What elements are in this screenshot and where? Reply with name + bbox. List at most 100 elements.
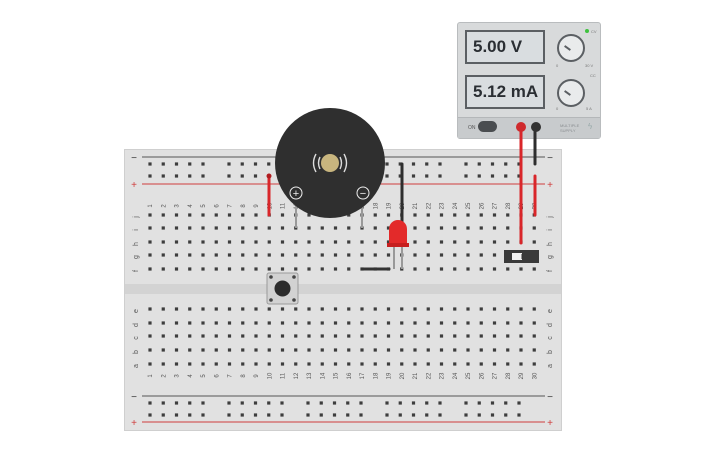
terminal-hole[interactable]: [267, 267, 271, 271]
terminal-hole[interactable]: [347, 321, 351, 325]
terminal-hole[interactable]: [532, 226, 536, 230]
rail-hole[interactable]: [227, 162, 231, 166]
terminal-hole[interactable]: [214, 348, 218, 352]
terminal-hole[interactable]: [227, 321, 232, 325]
rail-hole[interactable]: [504, 401, 508, 405]
terminal-hole[interactable]: [532, 348, 536, 352]
terminal-hole[interactable]: [307, 213, 311, 217]
terminal-hole[interactable]: [466, 213, 470, 217]
psu-negative-terminal[interactable]: [531, 122, 541, 132]
rail-hole[interactable]: [253, 413, 258, 417]
terminal-hole[interactable]: [347, 253, 351, 257]
terminal-hole[interactable]: [347, 307, 351, 311]
terminal-hole[interactable]: [506, 267, 510, 271]
terminal-hole[interactable]: [479, 267, 483, 271]
terminal-hole[interactable]: [453, 348, 457, 352]
rail-hole[interactable]: [490, 162, 495, 166]
rail-hole[interactable]: [464, 413, 468, 417]
terminal-hole[interactable]: [307, 226, 311, 230]
terminal-hole[interactable]: [267, 362, 271, 366]
terminal-hole[interactable]: [161, 362, 165, 366]
terminal-hole[interactable]: [214, 334, 218, 338]
terminal-hole[interactable]: [519, 362, 523, 366]
terminal-hole[interactable]: [532, 334, 536, 338]
terminal-hole[interactable]: [161, 267, 165, 271]
terminal-hole[interactable]: [373, 226, 377, 230]
rail-hole[interactable]: [359, 401, 363, 405]
terminal-hole[interactable]: [439, 321, 444, 325]
led[interactable]: [389, 220, 407, 246]
rail-hole[interactable]: [161, 162, 165, 166]
terminal-hole[interactable]: [479, 321, 483, 325]
terminal-hole[interactable]: [373, 253, 377, 257]
terminal-hole[interactable]: [214, 240, 218, 244]
terminal-hole[interactable]: [439, 362, 444, 366]
terminal-hole[interactable]: [227, 307, 232, 311]
terminal-hole[interactable]: [320, 362, 324, 366]
terminal-hole[interactable]: [373, 362, 377, 366]
terminal-hole[interactable]: [479, 213, 483, 217]
terminal-hole[interactable]: [333, 334, 338, 338]
terminal-hole[interactable]: [347, 267, 351, 271]
terminal-hole[interactable]: [479, 253, 483, 257]
terminal-hole[interactable]: [492, 253, 497, 257]
rail-hole[interactable]: [425, 162, 429, 166]
terminal-hole[interactable]: [214, 267, 218, 271]
terminal-hole[interactable]: [413, 334, 417, 338]
terminal-hole[interactable]: [161, 213, 165, 217]
terminal-hole[interactable]: [413, 307, 417, 311]
terminal-hole[interactable]: [188, 213, 192, 217]
terminal-hole[interactable]: [492, 240, 497, 244]
terminal-hole[interactable]: [201, 321, 205, 325]
rail-hole[interactable]: [517, 162, 521, 166]
terminal-hole[interactable]: [188, 226, 192, 230]
terminal-hole[interactable]: [466, 348, 470, 352]
rail-hole[interactable]: [464, 174, 468, 178]
terminal-hole[interactable]: [307, 267, 311, 271]
terminal-hole[interactable]: [347, 213, 351, 217]
terminal-hole[interactable]: [307, 348, 311, 352]
terminal-hole[interactable]: [400, 362, 404, 366]
terminal-hole[interactable]: [254, 253, 258, 257]
terminal-hole[interactable]: [174, 213, 179, 217]
terminal-hole[interactable]: [333, 348, 338, 352]
terminal-hole[interactable]: [174, 334, 179, 338]
rail-hole[interactable]: [385, 413, 389, 417]
terminal-hole[interactable]: [174, 267, 179, 271]
terminal-hole[interactable]: [426, 321, 430, 325]
terminal-hole[interactable]: [254, 267, 258, 271]
terminal-hole[interactable]: [532, 307, 536, 311]
rail-hole[interactable]: [161, 413, 165, 417]
rail-hole[interactable]: [411, 413, 416, 417]
terminal-hole[interactable]: [267, 321, 271, 325]
terminal-hole[interactable]: [479, 334, 483, 338]
terminal-hole[interactable]: [174, 348, 179, 352]
terminal-hole[interactable]: [532, 362, 536, 366]
terminal-hole[interactable]: [453, 334, 457, 338]
terminal-hole[interactable]: [294, 240, 298, 244]
terminal-hole[interactable]: [201, 362, 205, 366]
rail-hole[interactable]: [148, 413, 152, 417]
rail-hole[interactable]: [385, 174, 389, 178]
terminal-hole[interactable]: [280, 213, 285, 217]
terminal-hole[interactable]: [294, 321, 298, 325]
terminal-hole[interactable]: [479, 240, 483, 244]
rail-hole[interactable]: [398, 413, 402, 417]
terminal-hole[interactable]: [148, 226, 152, 230]
rail-hole[interactable]: [425, 413, 429, 417]
terminal-hole[interactable]: [214, 362, 218, 366]
terminal-hole[interactable]: [519, 334, 523, 338]
terminal-hole[interactable]: [386, 213, 391, 217]
terminal-hole[interactable]: [294, 362, 298, 366]
terminal-hole[interactable]: [254, 362, 258, 366]
rail-hole[interactable]: [385, 401, 389, 405]
terminal-hole[interactable]: [479, 362, 483, 366]
rail-hole[interactable]: [201, 162, 205, 166]
terminal-hole[interactable]: [214, 307, 218, 311]
terminal-hole[interactable]: [188, 362, 192, 366]
terminal-hole[interactable]: [333, 267, 338, 271]
rail-hole[interactable]: [161, 401, 165, 405]
terminal-hole[interactable]: [214, 321, 218, 325]
rail-hole[interactable]: [490, 174, 495, 178]
terminal-hole[interactable]: [227, 362, 232, 366]
